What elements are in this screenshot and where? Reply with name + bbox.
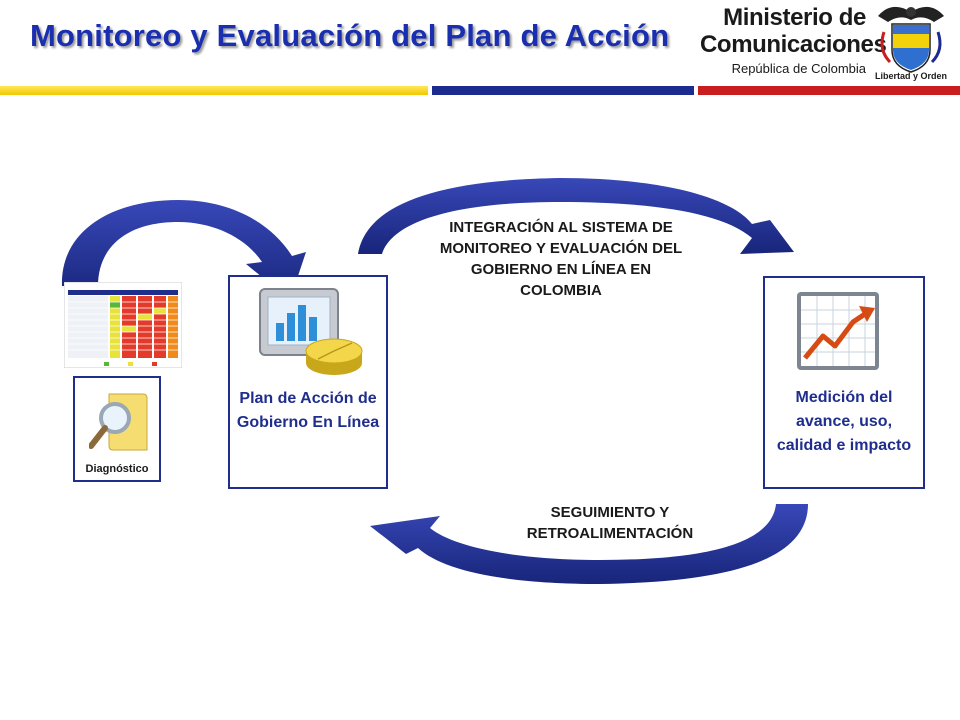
ministry-name-line1: Ministerio de bbox=[723, 4, 866, 31]
node-medicion: Medición del avance, uso, calidad e impa… bbox=[763, 276, 925, 489]
edge-label-bottom: SEGUIMIENTO Y RETROALIMENTACIÓN bbox=[526, 504, 694, 542]
flag-stripe-yellow bbox=[0, 86, 428, 95]
node-plan-label: Plan de Acción de Gobierno En Línea bbox=[236, 390, 380, 431]
arrow-diagnostico-to-plan bbox=[61, 200, 306, 300]
diagnostic-table-thumbnail bbox=[63, 281, 183, 369]
ministry-name-line2: Comunicaciones bbox=[700, 31, 887, 58]
ministry-country: República de Colombia bbox=[731, 61, 866, 76]
flag-stripe-blue bbox=[432, 86, 694, 95]
node-diagnostico: Diagnóstico bbox=[73, 376, 161, 482]
chart-monitor-icon bbox=[259, 288, 363, 375]
node-medicion-label: Medición del avance, uso, calidad e impa… bbox=[776, 389, 912, 454]
magnifier-document-icon bbox=[89, 393, 148, 451]
page-title: Monitoreo y Evaluación del Plan de Acció… bbox=[30, 18, 670, 53]
flag-stripe-red bbox=[698, 86, 960, 95]
edge-label-top: INTEGRACIÓN AL SISTEMA DE MONITOREO Y EV… bbox=[439, 219, 683, 299]
node-plan: Plan de Acción de Gobierno En Línea bbox=[228, 275, 388, 489]
node-diagnostico-label: Diagnóstico bbox=[85, 463, 149, 475]
coat-of-arms-icon bbox=[878, 6, 944, 73]
ministry-logo-text: Ministerio de Comunicaciones República d… bbox=[700, 4, 887, 76]
arrow-plan-to-medicion bbox=[358, 178, 794, 254]
motto-text: Libertad y Orden bbox=[874, 71, 947, 81]
arrow-medicion-to-plan bbox=[370, 504, 808, 584]
growth-chart-icon bbox=[797, 292, 879, 370]
